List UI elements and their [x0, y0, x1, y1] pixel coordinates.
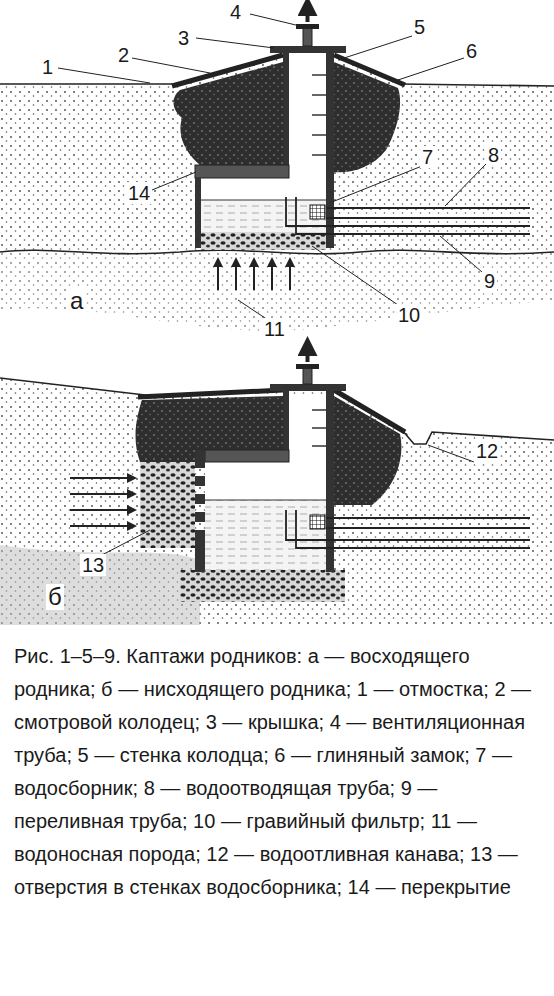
callout-number: 5: [412, 16, 427, 38]
callout-number: 12: [474, 440, 500, 462]
figure-letter: а: [68, 288, 85, 314]
figure-caption: Рис. 1–5–9. Каптажи родников: а — восход…: [14, 640, 542, 904]
callout-number: 7: [420, 146, 435, 168]
callout-number: 8: [486, 144, 501, 166]
callout-number: 1: [40, 56, 55, 78]
callout-number: 10: [396, 304, 422, 326]
ascending-spring-figure: [0, 6, 554, 331]
callout-number: 3: [176, 27, 191, 49]
callout-number: 4: [228, 1, 243, 23]
callout-number: 13: [80, 554, 106, 576]
callout-number: 11: [262, 318, 287, 340]
callout-number: 14: [126, 182, 152, 204]
callout-number: 6: [464, 40, 479, 62]
callout-number: 9: [482, 270, 497, 292]
callout-number: 2: [116, 44, 131, 66]
descending-spring-figure: [0, 346, 554, 625]
figure-letter: б: [46, 584, 64, 610]
